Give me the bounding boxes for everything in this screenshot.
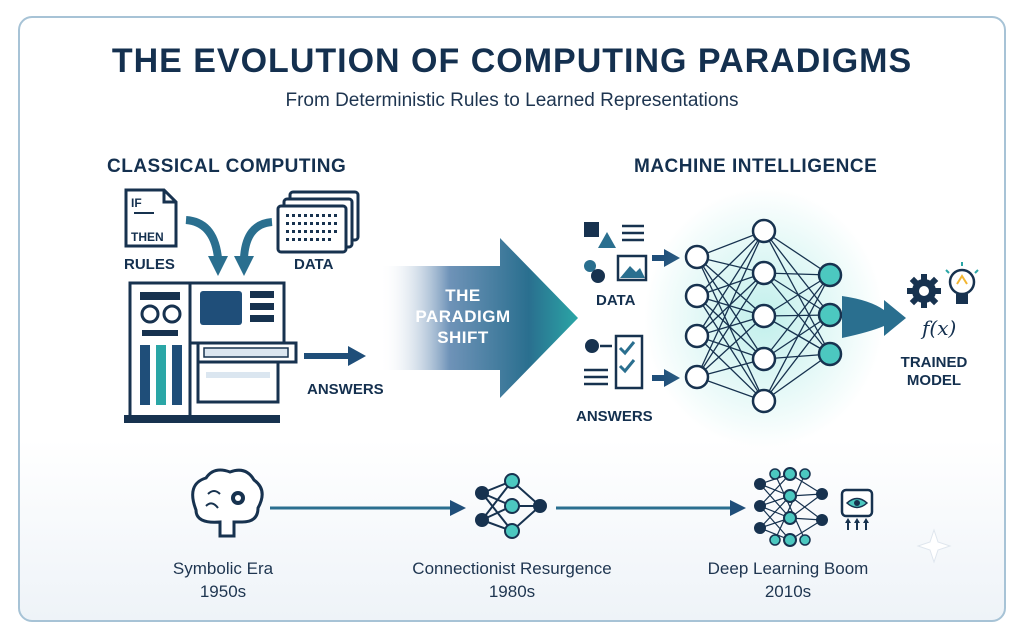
trained-model-line-2: MODEL	[906, 372, 962, 389]
era-year-symbolic: 1950s	[199, 582, 247, 601]
mainframe-computer-icon	[124, 281, 298, 423]
sparkle-icon	[916, 528, 952, 564]
paradigm-shift-arrow	[380, 238, 578, 398]
trained-model-line-1: TRAINED	[900, 354, 968, 371]
classical-computing-title: CLASSICAL COMPUTING	[107, 156, 347, 177]
lightbulb-icon	[945, 262, 979, 304]
page-subtitle: From Deterministic Rules to Learned Repr…	[285, 90, 739, 111]
small-network-icon	[475, 473, 547, 539]
rules-document-icon	[124, 188, 178, 248]
paradigm-shift-text: THE PARADIGM SHIFT	[398, 285, 528, 348]
model-output-arrow	[842, 296, 906, 338]
page-title: THE EVOLUTION OF COMPUTING PARADIGMS	[111, 42, 913, 80]
doc-then-text: THEN	[131, 230, 164, 244]
era-year-connectionist: 1980s	[488, 582, 536, 601]
ml-data-label: DATA	[596, 292, 636, 309]
ml-answers-label: ANSWERS	[576, 408, 653, 425]
era-name-connectionist: Connectionist Resurgence	[412, 559, 612, 578]
vision-eye-icon	[840, 488, 874, 530]
formula-text: f(x)	[922, 316, 957, 340]
deep-network-icon	[754, 467, 828, 547]
brain-gear-icon	[191, 468, 264, 538]
data-label: DATA	[294, 256, 334, 273]
shift-line-2: PARADIGM	[415, 307, 511, 326]
answers-checklist-icon	[584, 334, 644, 390]
shift-line-1: THE	[445, 286, 481, 305]
doc-if-text: IF	[131, 196, 142, 210]
trained-model-label: TRAINED MODEL	[894, 354, 974, 390]
data-sheets-icon	[276, 190, 360, 254]
era-name-deep-learning: Deep Learning Boom	[707, 559, 869, 578]
answers-label: ANSWERS	[307, 381, 384, 398]
era-name-symbolic: Symbolic Era	[172, 559, 274, 578]
rules-label: RULES	[124, 256, 175, 273]
machine-intelligence-title: MACHINE INTELLIGENCE	[634, 156, 878, 177]
input-arrows	[185, 216, 273, 276]
gear-icon	[907, 274, 941, 308]
data-shapes-icon	[584, 222, 648, 283]
network-nodes	[684, 218, 843, 414]
era-year-deep-learning: 2010s	[764, 582, 812, 601]
shift-line-3: SHIFT	[437, 328, 489, 347]
